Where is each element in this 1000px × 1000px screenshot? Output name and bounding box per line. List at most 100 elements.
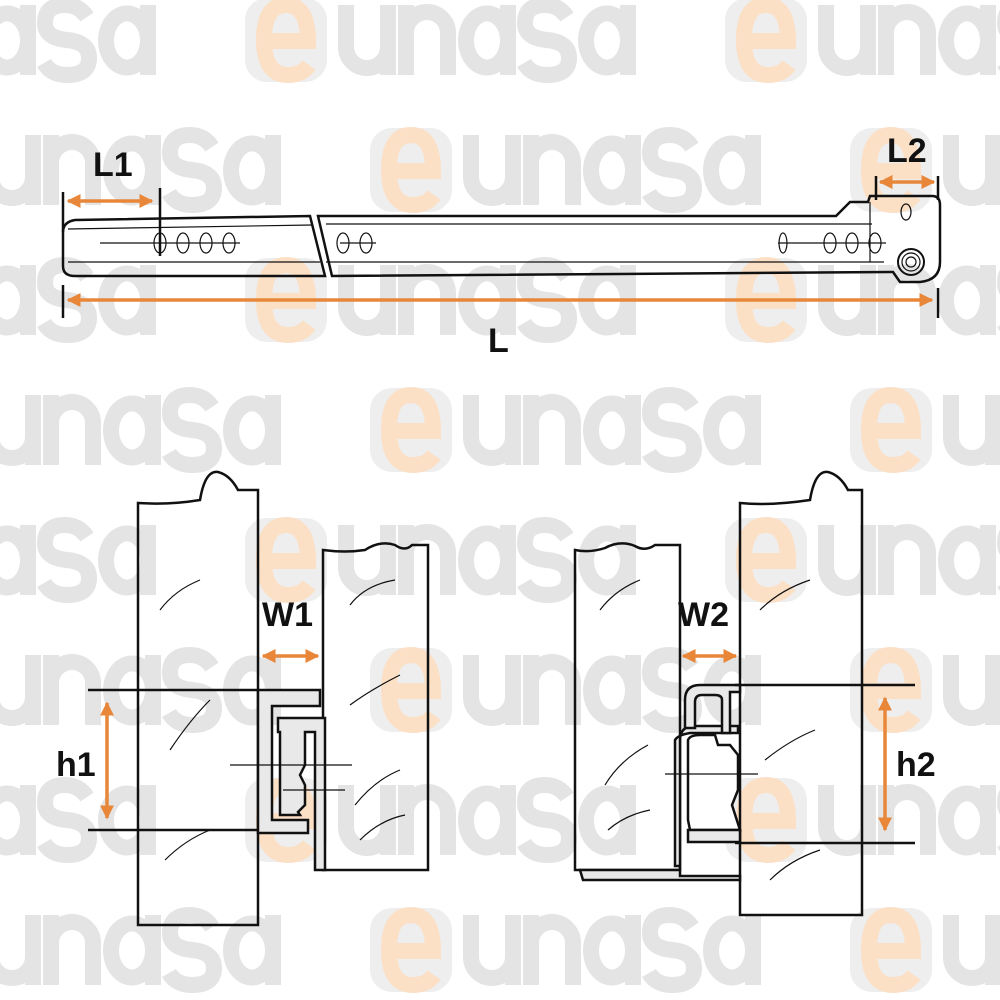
watermark-letter bbox=[583, 135, 641, 206]
watermark-logo bbox=[370, 646, 761, 734]
watermark-letter bbox=[860, 386, 922, 474]
watermark-letter bbox=[463, 915, 521, 986]
watermark-logo bbox=[0, 386, 281, 474]
watermark-letter bbox=[43, 654, 101, 725]
watermark-logo bbox=[850, 646, 1000, 734]
watermark-letter bbox=[516, 0, 578, 84]
label-h1: h1 bbox=[56, 746, 96, 784]
watermark-letter bbox=[516, 516, 578, 604]
watermark-logo bbox=[0, 776, 156, 864]
label-w2: W2 bbox=[678, 596, 729, 634]
watermark-letter bbox=[583, 915, 641, 986]
watermark-logo bbox=[725, 776, 1000, 864]
watermark-letter bbox=[0, 135, 41, 206]
watermark-letter bbox=[878, 264, 936, 335]
watermark-letter bbox=[703, 915, 761, 986]
watermark-letter bbox=[818, 785, 876, 856]
watermark-letter bbox=[860, 646, 922, 734]
watermark-logo bbox=[850, 386, 1000, 474]
watermark-letter bbox=[98, 525, 156, 596]
watermark-letter bbox=[161, 126, 223, 214]
watermark-letter bbox=[98, 785, 156, 856]
watermark-letter bbox=[463, 135, 521, 206]
watermark-letter bbox=[380, 126, 442, 214]
watermark-letter bbox=[818, 525, 876, 596]
watermark-letter bbox=[938, 265, 996, 336]
watermark-letter bbox=[735, 776, 797, 864]
watermark-logo bbox=[370, 386, 761, 474]
watermark-letter bbox=[818, 265, 876, 336]
watermark-letter bbox=[103, 135, 161, 206]
watermark-logo bbox=[0, 0, 156, 84]
watermark-letter bbox=[878, 524, 936, 595]
watermark-letter bbox=[98, 5, 156, 76]
watermark-letter bbox=[0, 525, 36, 596]
watermark-letter bbox=[36, 0, 98, 84]
watermark-letter bbox=[458, 525, 516, 596]
watermark-letter bbox=[463, 395, 521, 466]
watermark-letter bbox=[703, 395, 761, 466]
watermark-letter bbox=[938, 5, 996, 76]
watermark-letter bbox=[161, 386, 223, 474]
watermark-logo bbox=[850, 906, 1000, 994]
watermark-letter bbox=[43, 394, 101, 465]
watermark-logo bbox=[0, 516, 156, 604]
label-l: L bbox=[488, 322, 509, 360]
mounting-view-right: W2 h2 bbox=[573, 470, 936, 917]
slide-side-view: L1 L2 L bbox=[61, 132, 942, 360]
watermark-letter bbox=[641, 906, 703, 994]
watermark-letter bbox=[703, 135, 761, 206]
watermark-letter bbox=[0, 395, 41, 466]
watermark-letter bbox=[223, 135, 281, 206]
label-l1: L1 bbox=[93, 146, 133, 184]
watermark-logo bbox=[370, 126, 761, 214]
watermark-letter bbox=[43, 134, 101, 205]
watermark-letter bbox=[641, 646, 703, 734]
watermark-logo bbox=[245, 516, 636, 604]
watermark-letter bbox=[523, 914, 581, 985]
watermark-letter bbox=[938, 525, 996, 596]
watermark-letter bbox=[338, 265, 396, 336]
watermark-letter bbox=[380, 906, 442, 994]
watermark-letter bbox=[878, 4, 936, 75]
watermark-letter bbox=[255, 516, 317, 604]
label-h2: h2 bbox=[896, 746, 936, 784]
watermark-letter bbox=[818, 5, 876, 76]
watermark-letter bbox=[943, 655, 1000, 726]
watermark-letter bbox=[0, 5, 36, 76]
watermark-logo bbox=[245, 0, 636, 84]
watermark-logo bbox=[725, 516, 1000, 604]
watermark-logo bbox=[370, 906, 761, 994]
watermark-letter bbox=[943, 135, 1000, 206]
watermark-letter bbox=[380, 386, 442, 474]
watermark-letter bbox=[583, 655, 641, 726]
watermark-letter bbox=[878, 784, 936, 855]
watermark-letter bbox=[860, 906, 922, 994]
watermark-letter bbox=[641, 126, 703, 214]
watermark-letter bbox=[161, 906, 223, 994]
watermark-letter bbox=[860, 126, 922, 214]
watermark-letter bbox=[36, 776, 98, 864]
watermark-letter bbox=[338, 5, 396, 76]
watermark-letter bbox=[458, 5, 516, 76]
watermark-letter bbox=[398, 264, 456, 335]
mounting-view-left: W1 h1 bbox=[56, 470, 430, 927]
watermark-letter bbox=[641, 386, 703, 474]
watermark-letter bbox=[43, 914, 101, 985]
watermark-logo bbox=[0, 906, 281, 994]
watermark-letter bbox=[103, 395, 161, 466]
watermark-letter bbox=[0, 915, 41, 986]
watermark-letter bbox=[943, 395, 1000, 466]
watermark-letter bbox=[938, 785, 996, 856]
watermark-letter bbox=[523, 654, 581, 725]
label-w1: W1 bbox=[262, 596, 313, 634]
watermark-letter bbox=[523, 394, 581, 465]
watermark-logo bbox=[850, 126, 1000, 214]
watermark-letter bbox=[578, 5, 636, 76]
watermark-letter bbox=[36, 516, 98, 604]
watermark-letter bbox=[338, 525, 396, 596]
watermark-letter bbox=[943, 915, 1000, 986]
watermark-letter bbox=[223, 915, 281, 986]
